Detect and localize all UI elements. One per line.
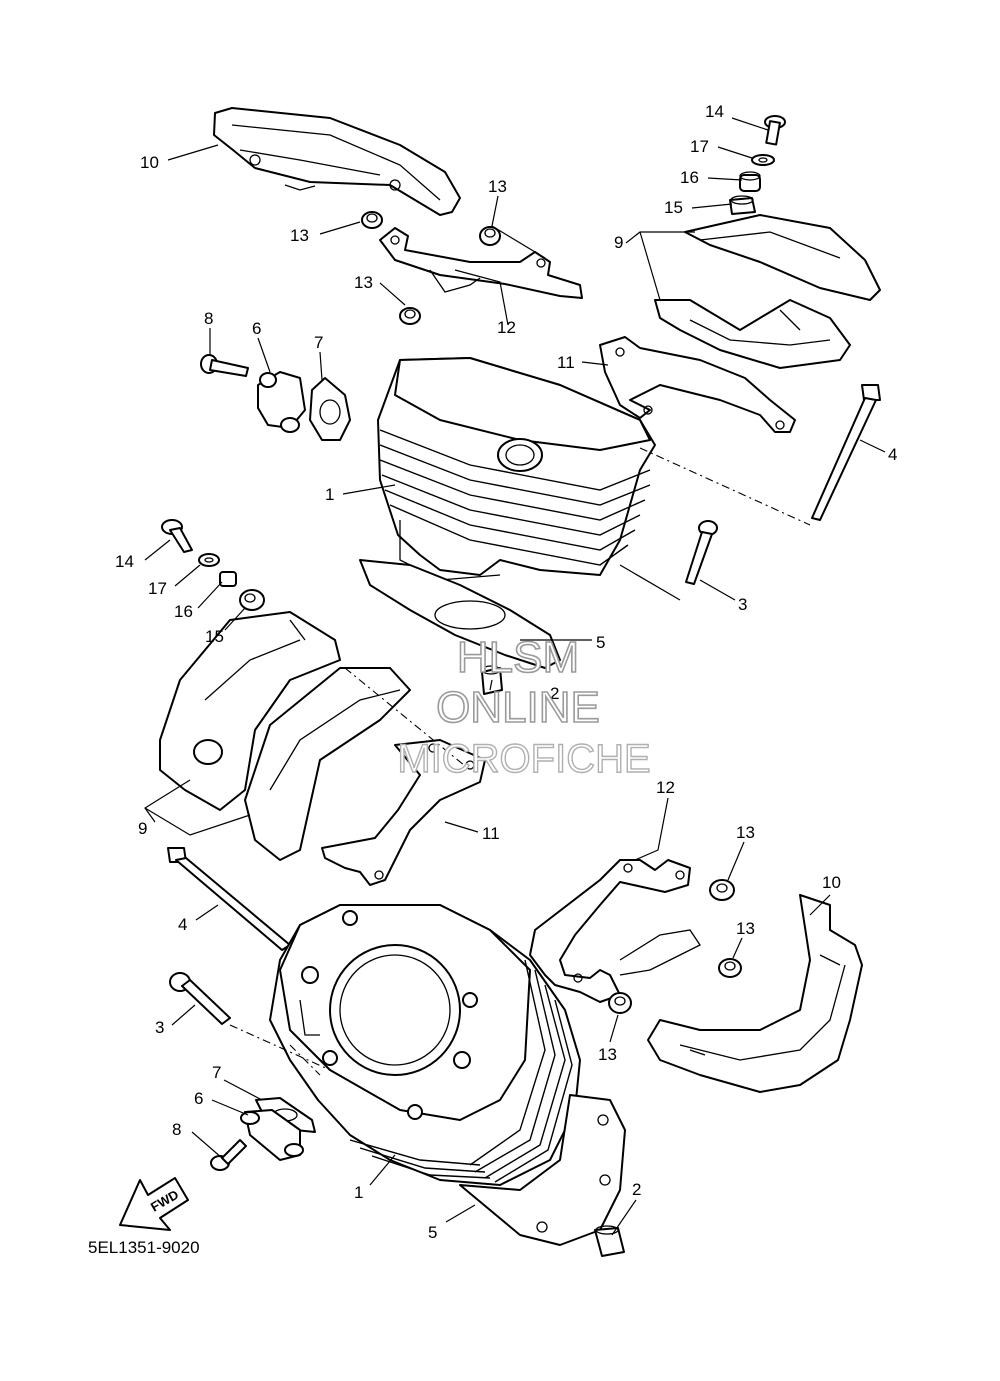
part-7-gasket-upper[interactable] bbox=[309, 377, 351, 441]
part-13-grommet-2[interactable] bbox=[479, 226, 501, 246]
part-6-cover-upper[interactable] bbox=[257, 371, 306, 433]
part-4-stud-upper[interactable] bbox=[811, 384, 881, 521]
part-1-front-cylinder[interactable] bbox=[269, 904, 581, 1186]
part-9-rear-side-cover[interactable] bbox=[654, 214, 881, 369]
callout-12: 12 bbox=[497, 318, 516, 337]
callout-17: 17 bbox=[148, 579, 167, 598]
callout-10: 10 bbox=[140, 153, 159, 172]
watermark: HLSM ONLINE MICROFICHE bbox=[397, 632, 652, 782]
callout-10: 10 bbox=[822, 873, 841, 892]
callout-8: 8 bbox=[172, 1120, 181, 1139]
callout-14: 14 bbox=[115, 552, 134, 571]
part-3-bolt-upper[interactable] bbox=[685, 520, 718, 585]
callout-7: 7 bbox=[314, 333, 323, 352]
part-5-base-gasket-lower[interactable] bbox=[459, 1094, 626, 1246]
watermark-line-2: ONLINE bbox=[436, 683, 600, 732]
part-11-rear-gasket[interactable] bbox=[599, 336, 796, 433]
callout-13: 13 bbox=[354, 273, 373, 292]
part-3-bolt-lower[interactable] bbox=[169, 972, 231, 1025]
part-17-washer-lower[interactable] bbox=[198, 553, 220, 567]
assembly-lines bbox=[229, 447, 811, 1076]
callout-6: 6 bbox=[194, 1089, 203, 1108]
part-14-bolt-upper[interactable] bbox=[764, 115, 786, 146]
part-10-front-cover[interactable] bbox=[647, 894, 863, 1093]
part-12-rear-bracket[interactable] bbox=[379, 227, 583, 299]
part-6-cover-lower[interactable] bbox=[240, 1109, 304, 1161]
callout-5: 5 bbox=[428, 1223, 437, 1242]
callout-12: 12 bbox=[656, 778, 675, 797]
callout-16: 16 bbox=[680, 168, 699, 187]
callout-14: 14 bbox=[705, 102, 724, 121]
part-14-bolt-lower[interactable] bbox=[161, 519, 193, 553]
callout-1: 1 bbox=[325, 485, 334, 504]
part-17-washer-upper[interactable] bbox=[751, 154, 775, 166]
part-15-damper-upper[interactable] bbox=[729, 195, 756, 215]
part-13-grommet-5[interactable] bbox=[718, 958, 742, 978]
callout-labels: 10 13 13 13 12 14 17 16 15 9 11 8 6 7 1 … bbox=[115, 102, 897, 1242]
callout-13: 13 bbox=[736, 823, 755, 842]
callout-16: 16 bbox=[174, 602, 193, 621]
part-16-collar-upper[interactable] bbox=[739, 171, 761, 192]
leader-lines bbox=[144, 117, 886, 1236]
part-15-damper-lower[interactable] bbox=[239, 589, 265, 611]
part-5-base-gasket-upper[interactable] bbox=[359, 559, 561, 669]
callout-2: 2 bbox=[632, 1180, 641, 1199]
callout-1: 1 bbox=[354, 1183, 363, 1202]
callout-13: 13 bbox=[488, 177, 507, 196]
part-1-rear-cylinder[interactable] bbox=[377, 357, 656, 581]
callout-13: 13 bbox=[736, 919, 755, 938]
callout-4: 4 bbox=[888, 445, 897, 464]
part-13-grommet-1[interactable] bbox=[361, 211, 383, 229]
part-12-front-bracket[interactable] bbox=[529, 859, 701, 1003]
watermark-line-1: HLSM bbox=[457, 633, 579, 682]
part-2-dowel-lower[interactable] bbox=[594, 1225, 625, 1257]
callout-6: 6 bbox=[252, 319, 261, 338]
callout-13: 13 bbox=[290, 226, 309, 245]
callout-9: 9 bbox=[138, 819, 147, 838]
callout-11: 11 bbox=[557, 353, 575, 372]
part-8-bolt-lower[interactable] bbox=[210, 1139, 247, 1171]
callout-11: 11 bbox=[482, 824, 500, 843]
part-16-collar-lower[interactable] bbox=[219, 571, 237, 587]
watermark-line-3: MICROFICHE bbox=[397, 737, 650, 781]
callout-3: 3 bbox=[738, 595, 747, 614]
part-9-front-side-cover[interactable] bbox=[159, 611, 411, 861]
callout-2: 2 bbox=[550, 684, 559, 703]
part-13-grommet-4[interactable] bbox=[709, 879, 735, 901]
callout-9: 9 bbox=[614, 233, 623, 252]
callout-15: 15 bbox=[205, 627, 224, 646]
part-8-bolt-upper[interactable] bbox=[200, 354, 249, 377]
callout-7: 7 bbox=[212, 1063, 221, 1082]
part-10-rear-cover[interactable] bbox=[213, 107, 461, 216]
part-13-grommet-6[interactable] bbox=[608, 992, 632, 1014]
callout-5: 5 bbox=[596, 633, 605, 652]
part-4-stud-lower[interactable] bbox=[167, 847, 291, 951]
fwd-arrow-icon: FWD bbox=[119, 1177, 189, 1231]
callout-17: 17 bbox=[690, 137, 709, 156]
part-13-grommet-3[interactable] bbox=[399, 307, 421, 325]
callout-8: 8 bbox=[204, 309, 213, 328]
callout-13: 13 bbox=[598, 1045, 617, 1064]
callout-3: 3 bbox=[155, 1018, 164, 1037]
callout-4: 4 bbox=[178, 915, 187, 934]
diagram-code: 5EL1351-9020 bbox=[88, 1238, 200, 1257]
callout-15: 15 bbox=[664, 198, 683, 217]
part-11-front-gasket[interactable] bbox=[321, 739, 486, 886]
